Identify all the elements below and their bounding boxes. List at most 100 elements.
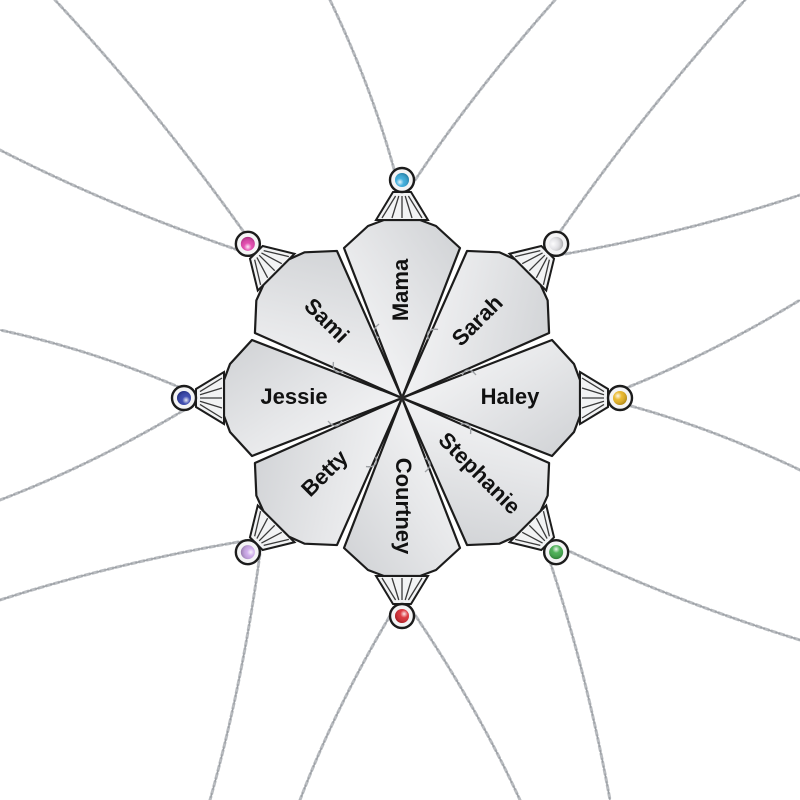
- fan-bail: [248, 503, 297, 552]
- bail-ridge: [199, 400, 223, 409]
- chain-link-shadow: [541, 537, 611, 800]
- fan-bail: [579, 370, 609, 426]
- chain-link-shadow: [541, 194, 800, 259]
- chain-link-shadow: [329, 0, 403, 201]
- bail-ridge: [528, 254, 546, 272]
- bail-ridge: [199, 377, 223, 393]
- chain-strand: [0, 536, 264, 602]
- bail-ridge: [535, 517, 548, 539]
- sapphire-gem-icon: [170, 384, 198, 412]
- chain-link-shadow: [209, 537, 263, 800]
- puzzle-tab-line: [373, 323, 380, 339]
- bail-ridge: [256, 257, 269, 279]
- chain-link-shadow: [0, 329, 205, 399]
- pendant-piece: Mama: [342, 166, 462, 400]
- bail-ridge: [256, 517, 269, 539]
- chain-strand: [53, 0, 264, 260]
- chain-link-shadow: [401, 0, 556, 201]
- ruby-gem-icon: [388, 602, 416, 630]
- chain-link-shadow: [599, 299, 800, 399]
- gem-shine: [613, 391, 627, 405]
- bail-ridge: [381, 577, 397, 601]
- puzzle-tab-line: [461, 369, 477, 376]
- pendant-piece: Sarah: [400, 230, 570, 400]
- fan-bail: [374, 575, 430, 605]
- engraved-name: Haley: [481, 384, 540, 409]
- chain-strand: [400, 0, 557, 202]
- bail-ridge: [263, 538, 290, 546]
- pink-tourmaline-gem-icon: [234, 230, 262, 258]
- bail-ridge: [407, 195, 423, 219]
- fan-bail: [507, 244, 556, 293]
- bail-ridge: [381, 195, 397, 219]
- bail-ridge: [261, 531, 283, 544]
- pendant-piece: Haley: [400, 338, 634, 458]
- chain-strand: [400, 594, 522, 800]
- puzzle-tab-line: [460, 422, 472, 435]
- bail-ridge: [542, 259, 550, 286]
- bail-ridge: [258, 524, 276, 542]
- bail-ridge: [254, 510, 262, 537]
- bail-ridge: [391, 195, 400, 219]
- chain-strand: [208, 536, 264, 800]
- chain-link-shadow: [54, 0, 263, 259]
- chain-strand: [0, 328, 206, 400]
- bail-ridge: [581, 400, 605, 409]
- fan-bail: [248, 244, 297, 293]
- blue-topaz-gem-icon: [388, 166, 416, 194]
- engraved-name: Mama: [388, 258, 413, 321]
- bail-ridge: [581, 387, 605, 396]
- puzzle-tab-line: [424, 457, 431, 473]
- pendant-piece: Sami: [234, 230, 404, 400]
- bail-ridge: [263, 250, 290, 258]
- bail-ridge: [407, 577, 423, 601]
- bail-ridge: [521, 252, 543, 265]
- chain-link-shadow: [299, 595, 403, 800]
- pendant-piece: Jessie: [170, 338, 404, 458]
- bail-ridge: [258, 254, 276, 272]
- chain-strand: [0, 396, 206, 502]
- center-point: [399, 395, 405, 401]
- engraved-name: Courtney: [391, 458, 416, 555]
- bail-ridge: [521, 531, 543, 544]
- bail-ridge: [514, 538, 541, 546]
- bail-ridge: [199, 403, 223, 419]
- chain-link-shadow: [401, 595, 521, 800]
- bail-ridge: [404, 195, 413, 219]
- bail-ridge: [254, 259, 262, 286]
- bail-ridge: [528, 524, 546, 542]
- chain-link-shadow: [541, 537, 800, 641]
- gem-shine: [549, 236, 564, 251]
- gem-shine: [549, 545, 564, 560]
- bail-ridge: [535, 257, 548, 279]
- chain-strand: [598, 298, 800, 400]
- chain-strand: [540, 536, 800, 642]
- bail-ridge: [581, 377, 605, 393]
- fan-bail: [507, 503, 556, 552]
- peridot-gem-icon: [542, 538, 570, 566]
- puzzle-tab-line: [327, 420, 343, 427]
- chain-link-shadow: [0, 149, 263, 259]
- pendant-piece: Courtney: [342, 396, 462, 630]
- pendant-piece: Betty: [234, 396, 404, 566]
- bail-ridge: [581, 403, 605, 419]
- chain-link-shadow: [0, 397, 205, 501]
- light-amethyst-gem-icon: [234, 538, 262, 566]
- puzzle-tab-line: [365, 456, 378, 468]
- chain-link-shadow: [541, 0, 746, 259]
- bail-ridge: [514, 250, 541, 258]
- bail-ridge: [542, 510, 550, 537]
- chain-strand: [598, 396, 800, 472]
- bail-ridge: [391, 577, 400, 601]
- puzzle-tab-line: [332, 361, 344, 374]
- gem-shine: [240, 236, 255, 251]
- engraved-name: Jessie: [260, 384, 327, 409]
- fan-bail: [374, 191, 430, 221]
- yellow-topaz-gem-icon: [606, 384, 634, 412]
- clear-crystal-gem-icon: [542, 230, 570, 258]
- chain-strand: [298, 594, 404, 800]
- bail-ridge: [199, 387, 223, 396]
